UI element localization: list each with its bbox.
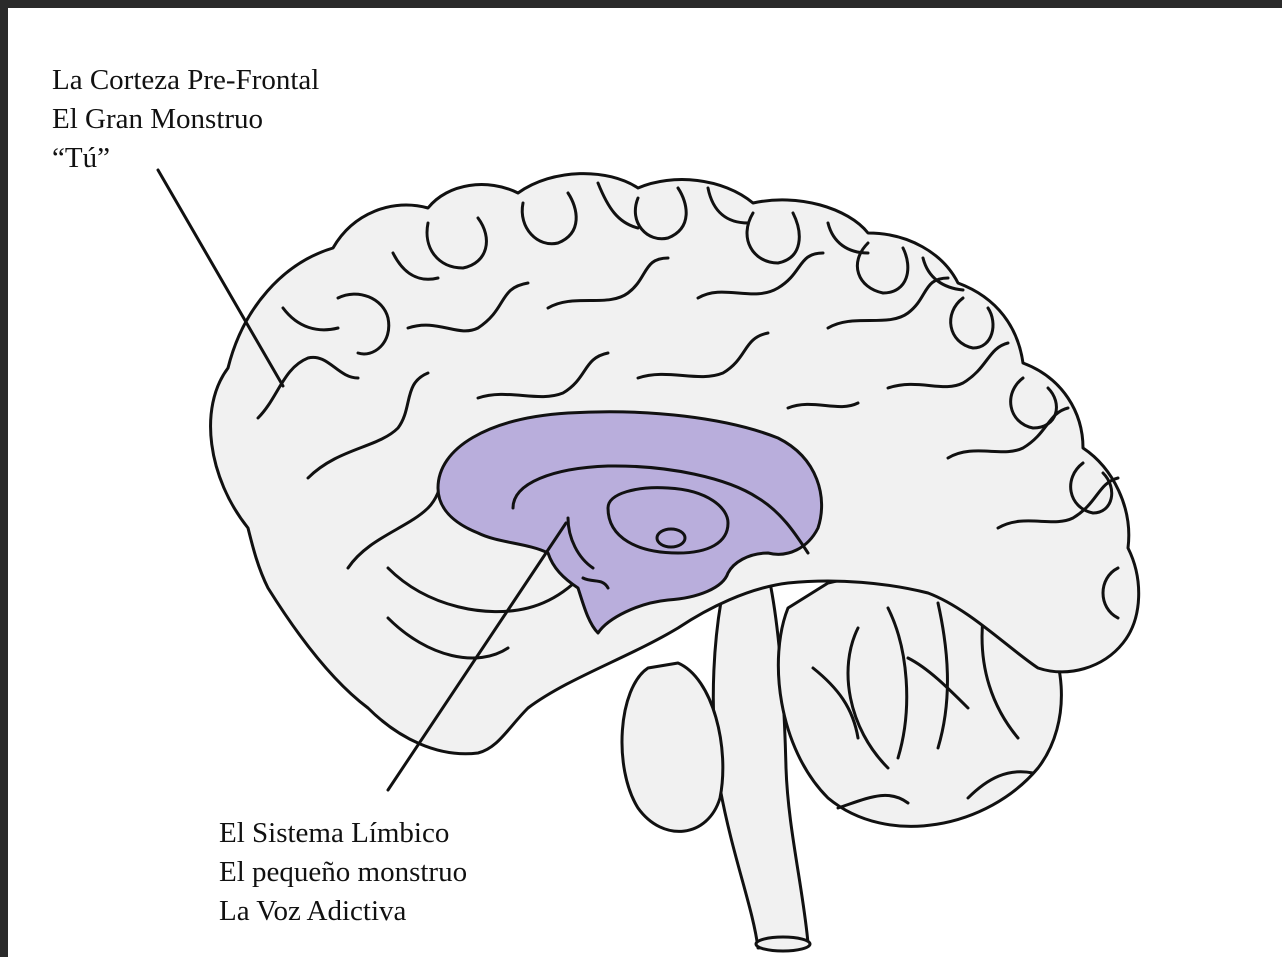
- brainstem-end: [756, 937, 810, 951]
- leader-line-prefrontal: [158, 170, 283, 386]
- label-limbic-system: El Sistema Límbico El pequeño monstruo L…: [219, 814, 467, 931]
- label-limbic-line-3: La Voz Adictiva: [219, 892, 467, 931]
- label-prefrontal-line-3: “Tú”: [52, 139, 319, 178]
- label-prefrontal-cortex: La Corteza Pre-Frontal El Gran Monstruo …: [52, 61, 319, 178]
- diagram-canvas: La Corteza Pre-Frontal El Gran Monstruo …: [8, 8, 1282, 957]
- label-limbic-line-1: El Sistema Límbico: [219, 814, 467, 853]
- label-prefrontal-line-1: La Corteza Pre-Frontal: [52, 61, 319, 100]
- pons: [622, 663, 723, 831]
- label-prefrontal-line-2: El Gran Monstruo: [52, 100, 319, 139]
- label-limbic-line-2: El pequeño monstruo: [219, 853, 467, 892]
